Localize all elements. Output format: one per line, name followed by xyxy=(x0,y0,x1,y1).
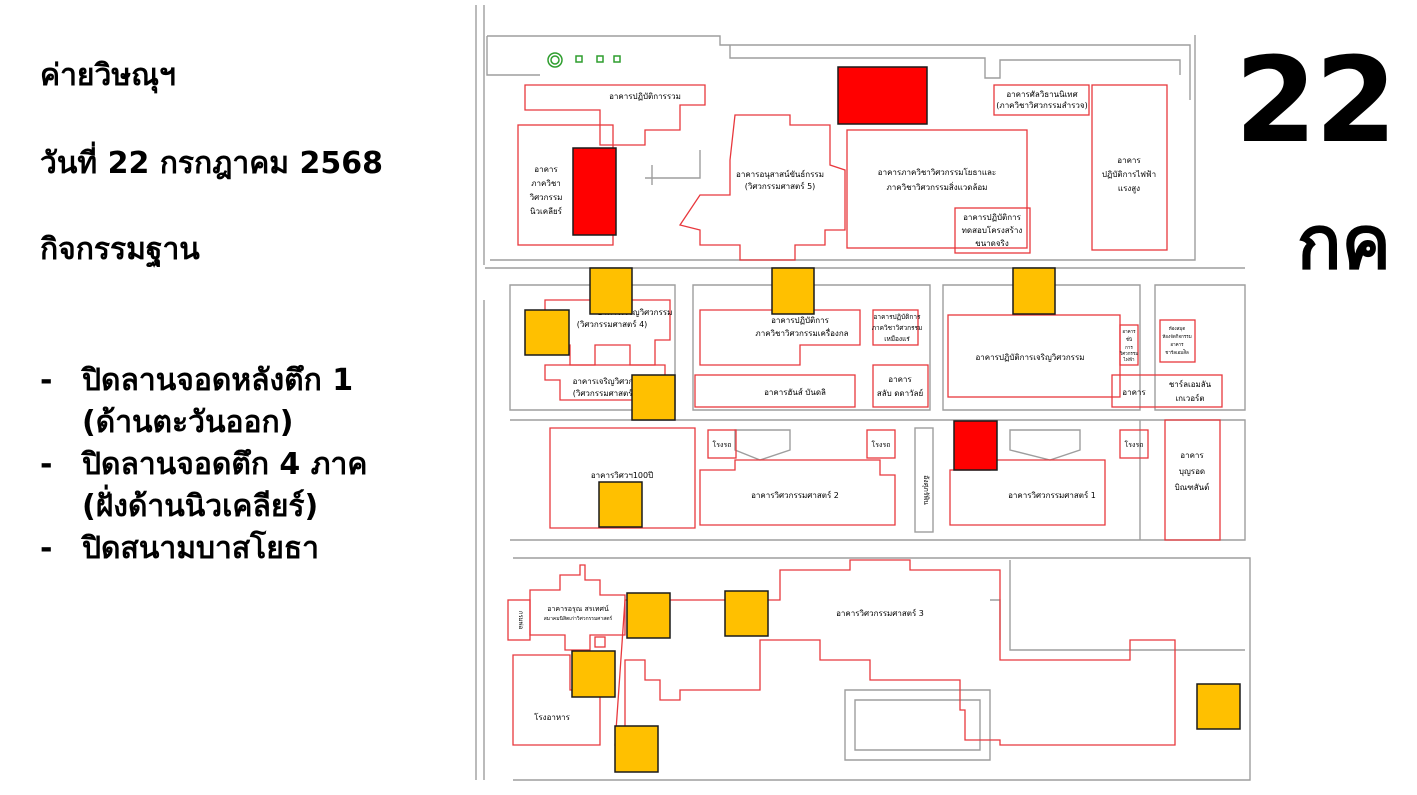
label-pavilion: อังศุภรัพิน xyxy=(922,475,930,505)
activity-base xyxy=(598,481,643,528)
label-canteen: โรงอาหาร xyxy=(534,712,571,722)
label-garage-a: โรงรถ xyxy=(713,440,732,449)
activity-base xyxy=(1012,267,1056,315)
label-civil2: ภาควิชาวิศวกรรมสิ่งแวดล้อม xyxy=(887,181,988,192)
label-garage-c: โรงรถ xyxy=(1125,440,1144,449)
label-small5: ไฟฟ้า xyxy=(1122,357,1135,363)
activity-base xyxy=(524,309,570,356)
label-eng2: อาคารวิศวกรรมศาสตร์ 2 xyxy=(751,490,839,500)
closure-item: - ปิดสนามบาสโยธา xyxy=(40,528,460,570)
label-mech2: ภาควิชาวิศวกรรมเครื่องกล xyxy=(755,327,848,338)
activity-base xyxy=(771,267,815,315)
label-small1: อาคาร xyxy=(1122,329,1136,335)
closure-item: - ปิดลานจอดตึก 4 ภาค (ฝั่งด้านนิวเคลียร์… xyxy=(40,444,460,528)
label-civil1: อาคารภาควิชาวิศวกรรมโยธาและ xyxy=(878,167,996,177)
closed-area xyxy=(837,66,928,125)
label-b4b: (วิศวกรรมศาสตร์ 4) xyxy=(577,319,648,329)
label-hv2: ปฏิบัติการไฟฟ้า xyxy=(1102,170,1156,179)
bullet: - xyxy=(40,363,53,398)
building-outlines xyxy=(507,84,1223,746)
date-month: กค xyxy=(1296,200,1391,286)
label-garage-b: โรงรถ xyxy=(872,440,891,449)
closure-text: ปิดสนามบาสโยธา xyxy=(82,531,320,566)
label-charles-b: ชาร์ลเอมลัน xyxy=(1169,379,1212,389)
activity-base xyxy=(1196,683,1241,730)
info-panel: ค่ายวิษณุฯ วันที่ 22 กรกฎาคม 2568 กิจกรร… xyxy=(0,0,465,795)
label-mine1: อาคารปฏิบัติการ xyxy=(874,313,921,321)
activity-base xyxy=(571,650,616,698)
closure-list: - ปิดลานจอดหลังตึก 1 (ด้านตะวันออก) - ปิ… xyxy=(40,360,460,570)
label-small8: อาคาร xyxy=(1170,342,1184,348)
label-mech1: อาคารปฏิบัติการ xyxy=(771,316,829,325)
label-boon2: บุญรอด xyxy=(1179,467,1205,476)
label-b4a: อาคารเจริญวิศวกรรม xyxy=(598,308,673,317)
label-arun2: สมาคมนิสิตเก่าวิศวกรรมศาสตร์ xyxy=(544,615,613,622)
label-small4: วิศวกรรม xyxy=(1119,351,1138,357)
label-small3: การ xyxy=(1125,345,1133,351)
date-day: 22 xyxy=(1234,31,1397,169)
label-b4c: อาคารเจริญวิศวกรรม xyxy=(573,377,648,386)
closure-text: ปิดลานจอดหลังตึก 1 (ด้านตะวันออก) xyxy=(82,360,353,444)
label-survey2: (ภาควิชาวิศวกรรมสำรวจ) xyxy=(996,101,1087,110)
label-centennial: อาคารวิศวฯ100ปี xyxy=(591,471,653,480)
label-conservation: อาคารอนุสาสน์ขันธ์กรรม xyxy=(736,169,824,179)
label-salab1: อาคาร xyxy=(888,375,912,384)
label-boon1: อาคาร xyxy=(1180,451,1204,460)
activity-base xyxy=(631,374,676,421)
activity-bases xyxy=(524,267,1241,773)
label-arun1: อาคารอรุณ สรเทศน์ xyxy=(547,605,609,613)
label-nuclear4: นิวเคลียร์ xyxy=(530,206,563,216)
label-hansa: อาคารฮันส์ บันดลิ xyxy=(764,387,826,397)
campus-map: อาคารปฏิบัติการรวม อาคารอนุสาสน์ขันธ์กรร… xyxy=(475,5,1251,781)
label-boon3: บิณฑสันต์ xyxy=(1175,482,1210,492)
bullet: - xyxy=(40,531,53,566)
label-charles-c: เกเวอร์ต xyxy=(1175,393,1204,403)
label-charoen-lab: อาคารปฏิบัติการเจริญวิศวกรรม xyxy=(975,353,1084,362)
label-practice: อาคารปฏิบัติการรวม xyxy=(609,92,681,101)
label-mine3: เหมืองแร่ xyxy=(884,335,910,343)
closure-text: ปิดลานจอดตึก 4 ภาค (ฝั่งด้านนิวเคลียร์) xyxy=(82,444,367,528)
activity-base xyxy=(614,725,659,773)
closure-line: (ฝั่งด้านนิวเคลียร์) xyxy=(82,489,319,524)
closure-line: (ด้านตะวันออก) xyxy=(82,405,294,440)
label-lab2: ทดสอบโครงสร้าง xyxy=(962,225,1023,235)
activity-base-label: กิจกรรมฐาน xyxy=(40,232,200,267)
closed-areas xyxy=(572,66,998,471)
label-small9: ชาร์ลเอมส์ิล xyxy=(1165,349,1189,356)
label-lab1: อาคารปฏิบัติการ xyxy=(963,213,1021,222)
activity-base xyxy=(724,590,769,637)
label-survey: อาคารศัลวิธานนิเทศ xyxy=(1006,90,1077,99)
label-nuclear2: ภาควิชา xyxy=(531,179,561,188)
label-charles-a: อาคาร xyxy=(1122,388,1146,397)
bullet: - xyxy=(40,447,53,482)
building-labels: อาคารปฏิบัติการรวม อาคารอนุสาสน์ขันธ์กรร… xyxy=(517,90,1212,722)
label-b4d: (วิศวกรรมศาสตร์ 4) xyxy=(573,388,644,398)
activity-base xyxy=(626,592,671,639)
entry-markers xyxy=(547,52,621,68)
label-small6: ห้องสมุด xyxy=(1169,326,1186,332)
label-mine2: ภาควิชาวิศวกรรม xyxy=(872,324,923,332)
label-hv1: อาคาร xyxy=(1117,156,1141,165)
label-nuclear3: วิศวกรรม xyxy=(529,193,562,202)
closed-area xyxy=(953,420,998,471)
event-date: วันที่ 22 กรกฎาคม 2568 xyxy=(40,146,383,181)
camp-name: ค่ายวิษณุฯ xyxy=(40,58,176,93)
label-hv3: แรงสูง xyxy=(1118,184,1140,194)
label-eng1: อาคารวิศวกรรมศาสตร์ 1 xyxy=(1008,490,1096,500)
label-eng3: อาคารวิศวกรรมศาสตร์ 3 xyxy=(836,608,924,618)
closed-area xyxy=(572,147,617,236)
date-badge: 22 กค xyxy=(1195,31,1397,288)
activity-base xyxy=(589,267,633,315)
label-small2: ชั่นิ xyxy=(1126,336,1132,343)
closure-line: ปิดลานจอดตึก 4 ภาค xyxy=(82,447,368,482)
label-lab3: ขนาดจริง xyxy=(975,239,1009,248)
label-salab2: สลับ ดดาวัลย์ xyxy=(877,388,923,398)
closure-item: - ปิดลานจอดหลังตึก 1 (ด้านตะวันออก) xyxy=(40,360,460,444)
label-small7: ห้องจัดกิจกรรม xyxy=(1162,334,1191,340)
closure-line: ปิดลานจอดหลังตึก 1 xyxy=(82,363,354,398)
label-conservation2: (วิศวกรรมศาสตร์ 5) xyxy=(745,181,816,191)
label-gate: กรมพ่อ xyxy=(517,611,524,630)
label-nuclear1: อาคาร xyxy=(534,165,558,174)
